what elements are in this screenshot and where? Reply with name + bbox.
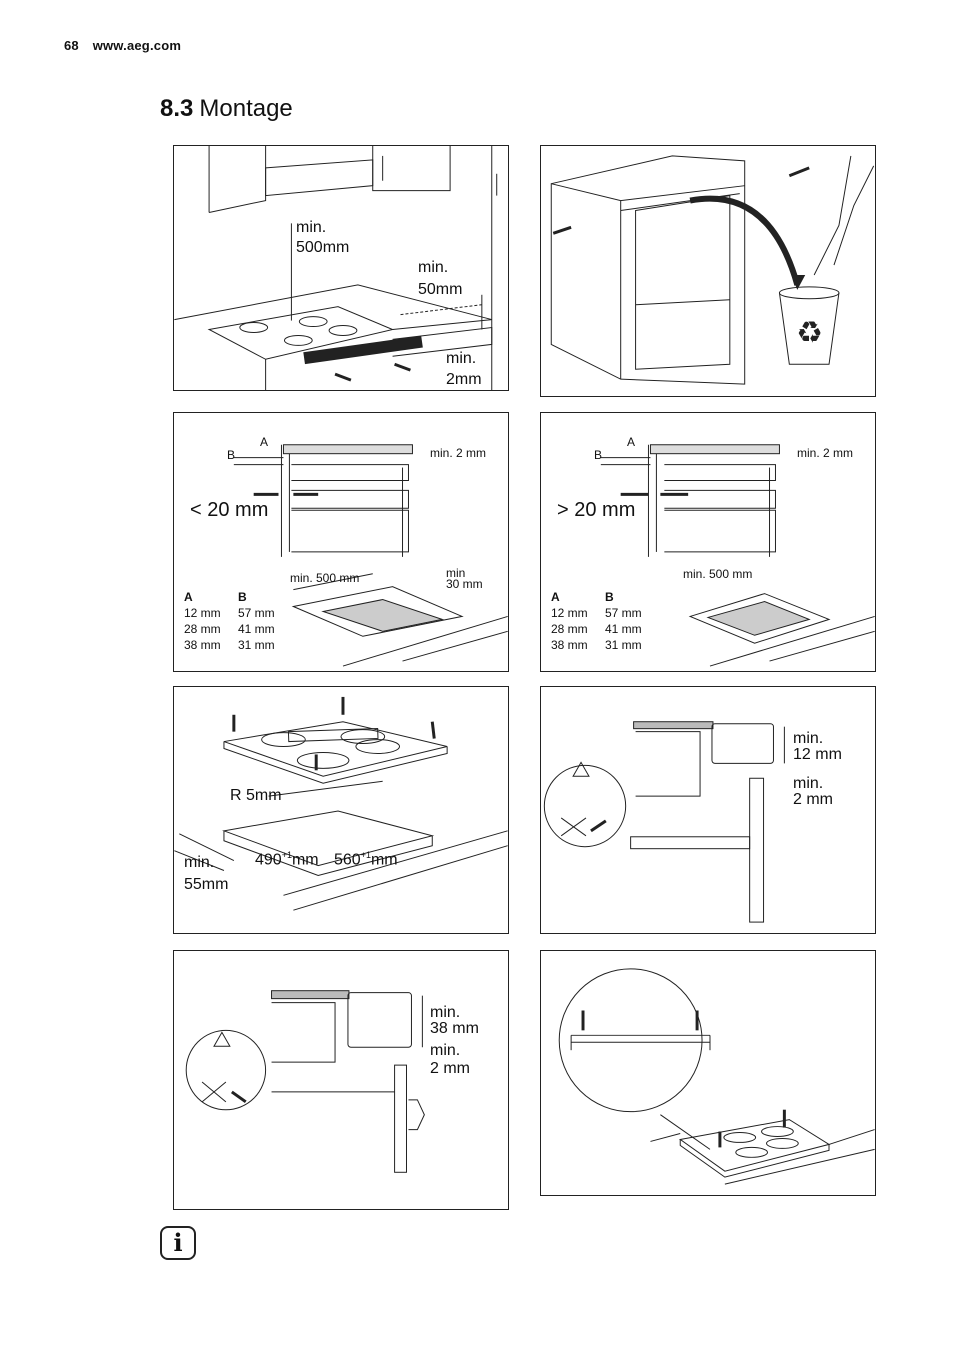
label-min: min <box>446 566 466 580</box>
label-radius: R 5mm <box>230 787 282 804</box>
table-cell: 41 mm <box>605 622 642 636</box>
figure-worktop-12mm: min. 12 mm min. 2 mm <box>540 686 876 934</box>
label-min: min. <box>793 775 824 792</box>
section-number: 8.3 <box>160 95 194 122</box>
label-depth: 560+1mm <box>334 845 398 870</box>
label-2mm: 2 mm <box>793 791 833 808</box>
label-55mm: 55mm <box>184 876 229 893</box>
label-min: min. <box>446 350 477 367</box>
label-min-500mm: min. 500 mm <box>290 571 360 585</box>
label-min-500mm: min. 500 mm <box>683 567 753 581</box>
table-cell: 28 mm <box>184 622 221 636</box>
col-b-header: B <box>238 590 247 604</box>
page-header: 68 www.aeg.com <box>64 38 181 53</box>
label-50mm: 50mm <box>418 281 463 298</box>
hob-section-drawing-a <box>233 444 508 667</box>
figure-worktop-38mm: min. 38 mm min. 2 mm <box>173 950 509 1210</box>
website: www.aeg.com <box>92 38 182 53</box>
label-min: min. <box>793 730 824 747</box>
label-a: A <box>260 435 269 449</box>
label-depth: > 20 mm <box>557 499 636 521</box>
label-500mm: 500mm <box>296 239 350 256</box>
dimension-table: A B 12 mm 57 mm 28 mm 41 mm 38 mm 31 mm <box>184 589 292 653</box>
figure-clearances: min. 500mm min. 50mm min. 2mm <box>173 145 509 391</box>
hob-section-drawing-b <box>600 444 875 667</box>
label-min: min. <box>184 854 215 871</box>
label-2mm: 2 mm <box>430 1060 470 1077</box>
label-38mm: 38 mm <box>430 1020 479 1037</box>
col-a-header: A <box>184 590 193 604</box>
figure-remove-parts: ♻ <box>540 145 876 397</box>
cutout-drawing <box>174 696 508 911</box>
label-min-2mm: min. 2 mm <box>430 446 487 460</box>
width-unit: mm <box>291 851 319 869</box>
label-width: 490+1mm <box>255 845 319 870</box>
table-cell: 57 mm <box>605 606 642 620</box>
table-cell: 57 mm <box>238 606 275 620</box>
figure-cutout: R 5mm min. 55mm 490+1mm 560+1mm <box>173 686 509 934</box>
table-cell: 12 mm <box>551 606 588 620</box>
col-a-header: A <box>551 590 560 604</box>
table-cell: 38 mm <box>184 638 221 652</box>
cabinet-drawing: ♻ <box>550 155 875 385</box>
figure-depth-more-20: A B min. 2 mm > 20 mm min. 500 mm A B 12 … <box>540 412 876 672</box>
label-min: min. <box>418 259 449 276</box>
table-cell: 38 mm <box>551 638 588 652</box>
figure-insert-hob <box>540 950 876 1196</box>
page-number: 68 <box>64 38 79 53</box>
label-12mm: 12 mm <box>793 746 842 763</box>
info-icon: i <box>160 1226 196 1260</box>
label-min: min. <box>296 219 327 236</box>
label-b: B <box>594 448 603 462</box>
width-value: 490 <box>255 851 282 869</box>
worktop-drawing-a <box>543 721 785 923</box>
worktop-drawing-b <box>185 990 425 1173</box>
table-cell: 31 mm <box>605 638 642 652</box>
insert-hob-drawing <box>558 968 875 1185</box>
label-30mm: 30 mm <box>446 577 483 591</box>
table-cell: 41 mm <box>238 622 275 636</box>
table-cell: 12 mm <box>184 606 221 620</box>
depth-unit: mm <box>370 851 398 869</box>
clearances-drawing <box>174 146 498 390</box>
label-min: min. <box>430 1004 461 1021</box>
label-min-2mm: min. 2 mm <box>797 446 854 460</box>
label-2mm: 2mm <box>446 371 482 388</box>
depth-value: 560 <box>334 851 361 869</box>
dimension-table: A B 12 mm 57 mm 28 mm 41 mm 38 mm 31 mm <box>551 589 659 653</box>
recycle-icon: ♻ <box>796 315 823 350</box>
table-cell: 31 mm <box>238 638 275 652</box>
label-b: B <box>227 448 236 462</box>
table-cell: 28 mm <box>551 622 588 636</box>
figure-depth-less-20: A B min. 2 mm < 20 mm min. 500 mm min 30… <box>173 412 509 672</box>
label-min: min. <box>430 1042 461 1059</box>
label-depth: < 20 mm <box>190 499 269 521</box>
section-name: Montage <box>199 95 293 122</box>
depth-tolerance: +1 <box>360 850 371 860</box>
label-a: A <box>627 435 636 449</box>
width-tolerance: +1 <box>281 850 292 860</box>
col-b-header: B <box>605 590 614 604</box>
